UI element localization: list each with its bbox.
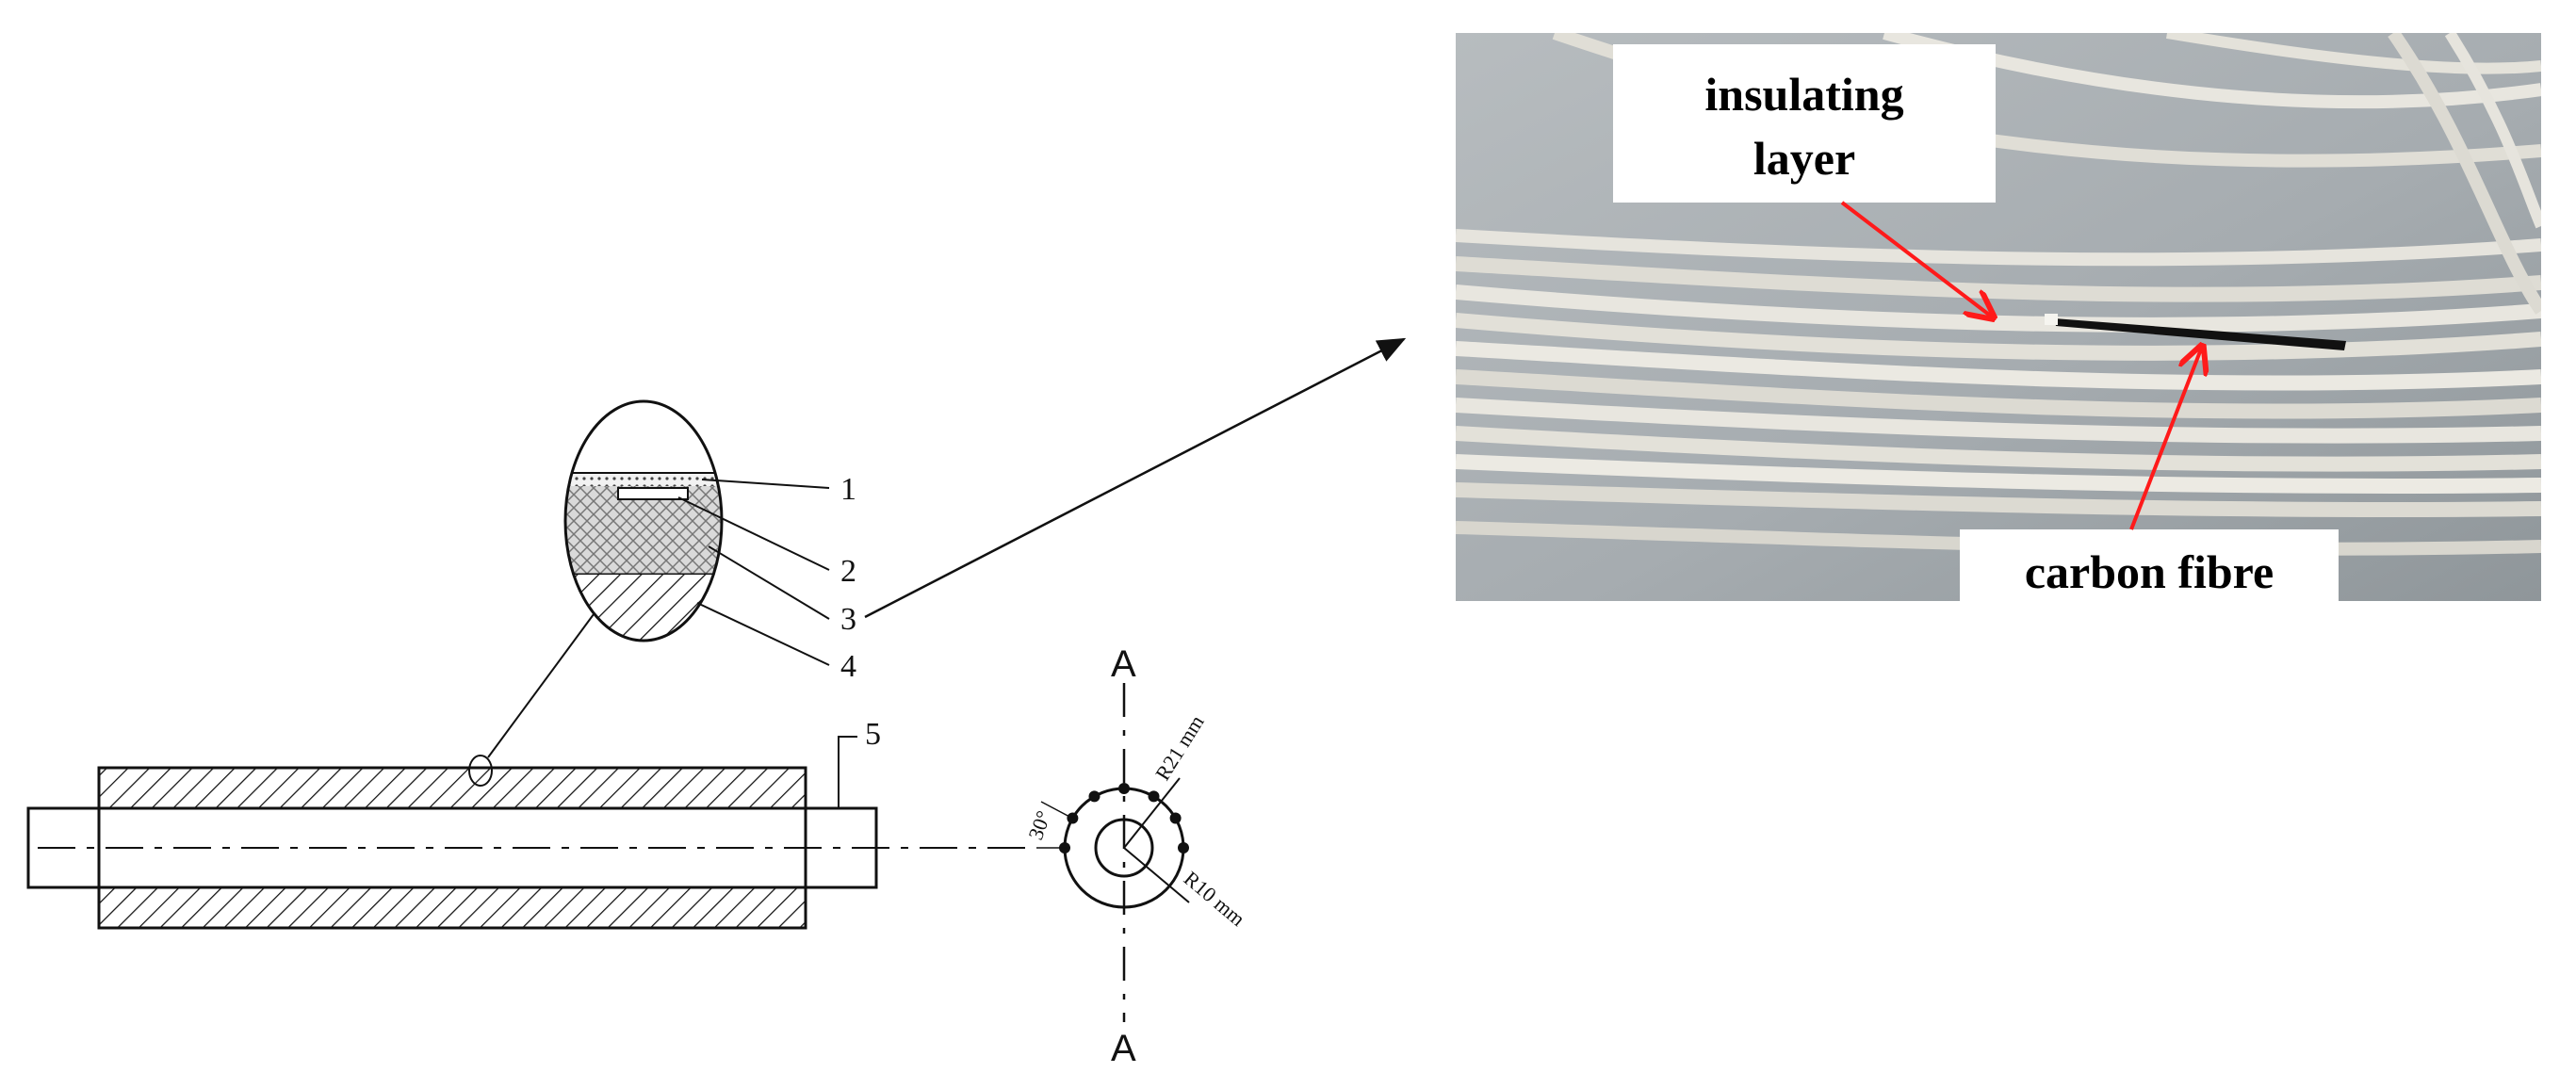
- detail-view: 1 2 3 4: [563, 399, 856, 684]
- carbon-pointer: [2129, 347, 2202, 530]
- part-label-4: 4: [840, 649, 856, 684]
- inner-circle: [1094, 818, 1154, 878]
- dim-inner-radius: R10 mm: [1180, 867, 1250, 931]
- insulating-strip: [565, 473, 722, 486]
- insulating-callout-line2: layer: [1753, 132, 1855, 185]
- sensor-point: [1169, 812, 1182, 824]
- detail-outline: [563, 399, 724, 642]
- part-label-2: 2: [840, 554, 856, 589]
- carbon-fibre-strand: [2054, 318, 2346, 350]
- detail-marker-circle: [468, 755, 493, 787]
- sensor-point: [1088, 790, 1101, 803]
- sensor-point: [1178, 842, 1189, 853]
- detail-leader: [487, 610, 597, 758]
- inner-radius-line: [1123, 847, 1190, 903]
- section-letter-top: A: [1111, 643, 1136, 685]
- insulating-callout-line1: insulating: [1704, 68, 1903, 121]
- dim-outer-radius: R21 mm: [1150, 711, 1209, 785]
- angle-line-2: [1040, 801, 1074, 820]
- part-label-1: 1: [840, 472, 856, 507]
- upper-hatched-sleeve: [97, 766, 807, 810]
- section-a-a: A A R21 mm R10 mm 30°: [1023, 643, 1249, 1069]
- carbon-fibre-photo: insulating layer carbon fibre: [1456, 33, 2541, 605]
- part-label-3: 3: [840, 602, 856, 637]
- sensor-point: [1148, 790, 1160, 803]
- part-5-leader: [838, 736, 857, 808]
- carbon-callout-text: carbon fibre: [2025, 545, 2274, 598]
- lower-hatched-sleeve: [97, 886, 807, 930]
- section-letter-bottom: A: [1111, 1028, 1136, 1069]
- dim-angle: 30°: [1023, 807, 1055, 843]
- shaft-side-view: 5: [26, 610, 1036, 930]
- insulating-callout-box: [1613, 44, 1996, 203]
- outer-radius-line: [1123, 777, 1181, 849]
- carbon-callout-box: [1960, 529, 2339, 605]
- composite-layer: [565, 486, 722, 575]
- part-label-5: 5: [865, 717, 881, 752]
- insulating-pointer: [1840, 201, 1993, 317]
- sensor-points: [1059, 783, 1189, 853]
- sensor-point: [1118, 783, 1130, 794]
- embedded-sensor: [617, 487, 689, 500]
- pointer-arrow: [864, 337, 1407, 619]
